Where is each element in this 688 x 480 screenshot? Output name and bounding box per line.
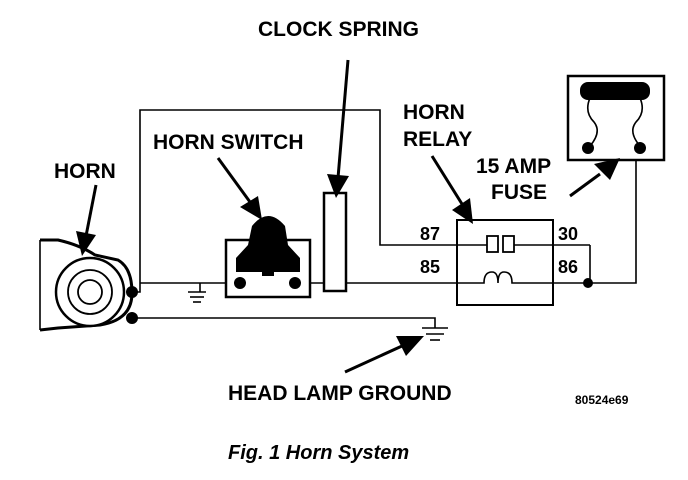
- ground-symbol: [422, 327, 448, 341]
- horn-component: [39, 238, 138, 332]
- fuse-label-line2: FUSE: [491, 181, 547, 204]
- relay-pin-86: 86: [558, 257, 578, 277]
- horn-relay-label-line2: RELAY: [403, 128, 472, 151]
- pointer-arrows: [76, 59, 620, 374]
- fuse-component: [566, 74, 666, 162]
- figure-caption: Fig. 1 Horn System: [228, 442, 409, 464]
- fuse-label-line1: 15 AMP: [476, 155, 551, 178]
- relay-pin-85: 85: [420, 257, 440, 277]
- horn-switch-label: HORN SWITCH: [153, 131, 304, 154]
- horn-relay-component: [456, 219, 593, 306]
- head-lamp-ground-label: HEAD LAMP GROUND: [228, 382, 452, 405]
- horn-terminal-top: [126, 286, 138, 298]
- horn-relay-label-line1: HORN: [403, 101, 465, 124]
- horn-label: HORN: [54, 160, 116, 183]
- switch-ground-symbol: [188, 283, 206, 303]
- horn-switch-component: [224, 216, 312, 299]
- clock-spring-label: CLOCK SPRING: [258, 18, 419, 41]
- relay-pin-87: 87: [420, 224, 440, 244]
- clock-spring-component: [322, 191, 348, 293]
- relay-pin-30: 30: [558, 224, 578, 244]
- horn-terminal-bottom: [126, 312, 138, 324]
- figure-code: 80524e69: [575, 393, 629, 407]
- relay-86-node: [583, 278, 593, 288]
